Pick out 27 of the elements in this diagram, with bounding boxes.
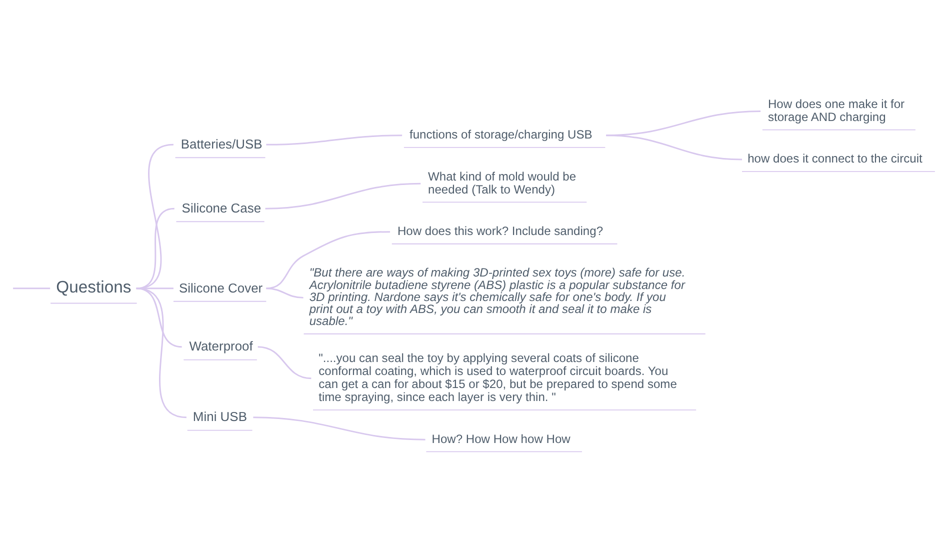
connector bbox=[136, 207, 175, 289]
node-text: Batteries/USB bbox=[180, 136, 262, 152]
node-text: How? How How how How bbox=[432, 431, 570, 446]
node-text: Silicone Cover bbox=[179, 280, 263, 295]
connector bbox=[266, 287, 304, 298]
connector bbox=[13, 287, 50, 289]
node-text: What kind of mold would be needed (Talk to Wendy) bbox=[428, 168, 576, 196]
node-text: "....you can seal the toy by applying several coats of silicone conformal coating, which is used to waterproof circuit boards. You can get a can for about $15 or $20, but be prepared to spend some time spraying, since each layer is very thin. " bbox=[318, 350, 677, 404]
node-text: how does it connect to the circuit bbox=[748, 151, 922, 166]
node-text: Questions bbox=[56, 276, 132, 296]
node-text: functions of storage/charging USB bbox=[410, 127, 592, 142]
connector bbox=[258, 346, 312, 379]
node-text: "But there are ways of making 3D-printed sex toys (more) safe for use. Acrylonitrile butadiene styrene (ABS) plastic is a popular substance for 3D printing. Nardone says it's chemically safe for one's body. If you print out a toy with ABS, you can smooth it and seal it to make is usable." bbox=[309, 265, 686, 328]
connector bbox=[136, 287, 187, 418]
connector bbox=[136, 287, 174, 289]
node-text: Mini USB bbox=[192, 408, 247, 424]
node-text: How does this work? Include sanding? bbox=[397, 223, 604, 238]
connector bbox=[606, 134, 742, 160]
connector bbox=[253, 416, 426, 440]
connector bbox=[136, 287, 182, 348]
connector bbox=[136, 143, 174, 289]
node-text: Waterproof bbox=[189, 338, 253, 354]
node-text: How does one make it for storage AND charging bbox=[768, 96, 905, 124]
node-text: Silicone Case bbox=[182, 200, 262, 216]
connector bbox=[265, 182, 421, 209]
connector bbox=[266, 134, 402, 145]
connector bbox=[266, 230, 390, 289]
